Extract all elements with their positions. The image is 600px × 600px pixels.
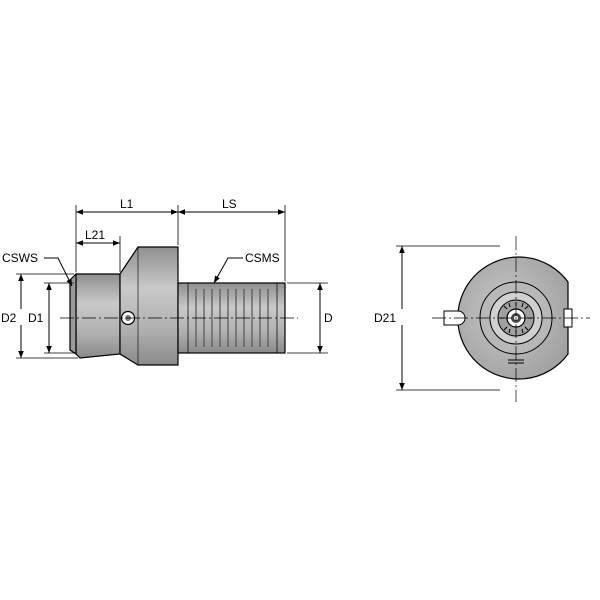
main-body: [119, 246, 179, 366]
d-label: D: [324, 311, 333, 325]
side-view: L1 LS L21 CSWS CSMS D2 D1 D: [0, 197, 333, 366]
csws-label: CSWS: [2, 251, 38, 265]
d1-label: D1: [28, 311, 44, 325]
d2-label: D2: [1, 311, 17, 325]
csws-leader: [44, 257, 73, 287]
front-chamfer: [69, 272, 77, 356]
l1-label: L1: [120, 197, 134, 211]
l21-label: L21: [85, 228, 105, 242]
csms-label: CSMS: [245, 251, 280, 265]
d21-label: D21: [374, 311, 396, 325]
csms-leader: [213, 257, 243, 284]
front-view: D21: [372, 236, 590, 402]
ls-label: LS: [222, 197, 237, 211]
front-shank: [75, 273, 121, 359]
